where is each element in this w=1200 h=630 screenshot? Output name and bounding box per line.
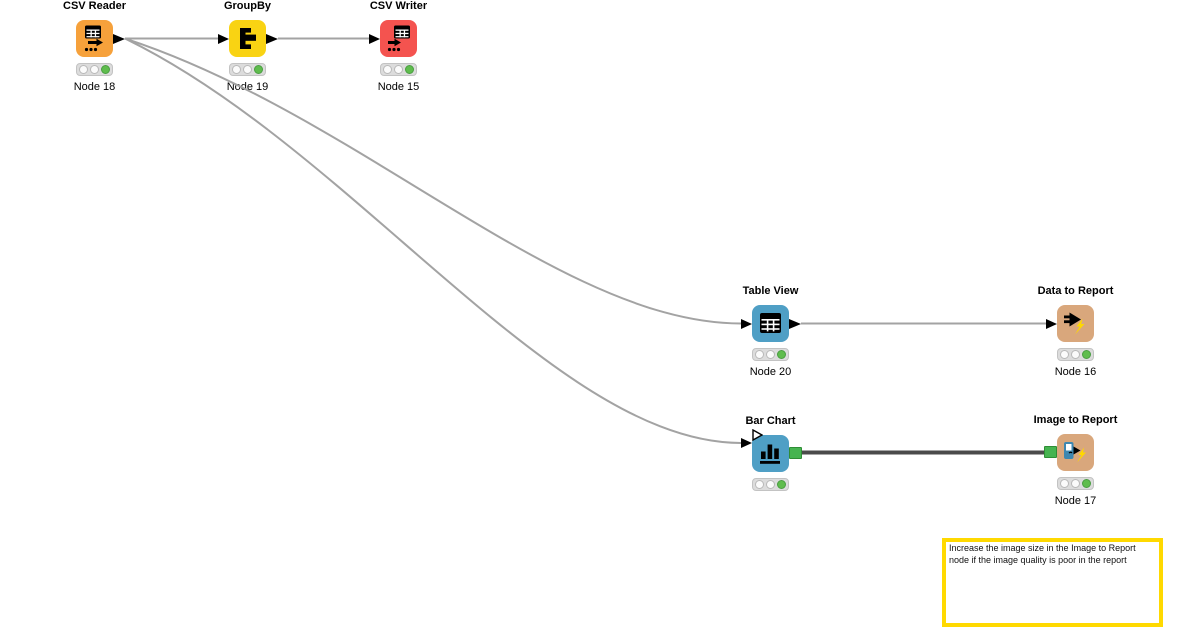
csv-writer-node-body[interactable] [369, 20, 417, 57]
node-bar-chart: Bar Chart [711, 415, 831, 509]
status-yellow-dot [90, 65, 99, 74]
annotation-text: Increase the image size in the Image to … [949, 543, 1136, 565]
status-green-dot [405, 65, 414, 74]
traffic-light [229, 63, 266, 76]
node-name: Node 16 [1054, 366, 1097, 378]
csv-reader-icon [84, 25, 103, 52]
traffic-light [380, 63, 417, 76]
table-view-icon [760, 313, 781, 333]
status-red-dot [232, 65, 241, 74]
traffic-light [752, 478, 789, 491]
node-title: Data to Report [1037, 285, 1114, 297]
status-green-dot [777, 350, 786, 359]
node-table-view: Table View Node 20 [711, 285, 831, 379]
output-port[interactable] [113, 33, 125, 44]
status-yellow-dot [766, 480, 775, 489]
bar-chart-node-body[interactable] [741, 429, 802, 472]
node-title: CSV Writer [369, 0, 428, 12]
node-title: Bar Chart [745, 415, 796, 427]
status-green-dot [777, 480, 786, 489]
status-red-dot [755, 480, 764, 489]
status-red-dot [755, 350, 764, 359]
status-red-dot [79, 65, 88, 74]
csv-reader-node-body[interactable] [76, 20, 125, 57]
status-green-dot [254, 65, 263, 74]
status-yellow-dot [394, 65, 403, 74]
input-port[interactable] [1046, 318, 1057, 329]
node-name: Node 15 [377, 81, 420, 93]
input-port[interactable] [369, 33, 380, 44]
table-view-node-body[interactable] [741, 305, 801, 342]
node-title: Table View [742, 285, 799, 297]
status-yellow-dot [1071, 350, 1080, 359]
node-title: CSV Reader [63, 0, 126, 12]
traffic-light [76, 63, 113, 76]
node-name: Node 19 [226, 81, 269, 93]
node-name: Node 17 [1054, 495, 1097, 507]
node-image-to-report: Image to Report Node 17 [1016, 414, 1136, 508]
status-green-dot [1082, 479, 1091, 488]
csv-writer-icon [387, 25, 410, 52]
traffic-light [752, 348, 789, 361]
status-yellow-dot [1071, 479, 1080, 488]
groupby-icon [240, 28, 256, 49]
groupby-node-body[interactable] [218, 20, 278, 57]
status-red-dot [1060, 350, 1069, 359]
image-to-report-icon [1064, 442, 1086, 463]
data-to-report-node-body[interactable] [1046, 305, 1094, 342]
status-yellow-dot [243, 65, 252, 74]
traffic-light [1057, 348, 1094, 361]
status-red-dot [383, 65, 392, 74]
node-groupby: GroupBy Node 19 [188, 0, 308, 94]
output-port-image[interactable] [789, 446, 802, 459]
traffic-light [1057, 477, 1094, 490]
node-name: Node 20 [749, 366, 792, 378]
node-csv-writer: CSV Writer Node 15 [339, 0, 459, 94]
node-title: GroupBy [223, 0, 272, 12]
status-yellow-dot [766, 350, 775, 359]
workflow-annotation[interactable]: Increase the image size in the Image to … [942, 538, 1163, 627]
input-port-data[interactable] [741, 438, 752, 448]
status-red-dot [1060, 479, 1069, 488]
input-port-image[interactable] [1044, 445, 1057, 458]
node-name: Node 18 [73, 81, 116, 93]
output-port[interactable] [789, 318, 801, 329]
status-green-dot [101, 65, 110, 74]
node-csv-reader: CSV Reader Node 18 [35, 0, 155, 94]
output-port[interactable] [266, 33, 278, 44]
node-title: Image to Report [1033, 414, 1118, 426]
data-to-report-icon [1064, 312, 1085, 335]
connection-csvreader-barchart[interactable] [124, 37, 742, 444]
bar-chart-icon [760, 444, 780, 464]
image-to-report-node-body[interactable] [1044, 434, 1094, 471]
input-port[interactable] [218, 33, 229, 44]
status-green-dot [1082, 350, 1091, 359]
input-port-optional[interactable] [752, 429, 763, 441]
node-data-to-report: Data to Report Node 16 [1016, 285, 1136, 379]
input-port[interactable] [741, 318, 752, 329]
